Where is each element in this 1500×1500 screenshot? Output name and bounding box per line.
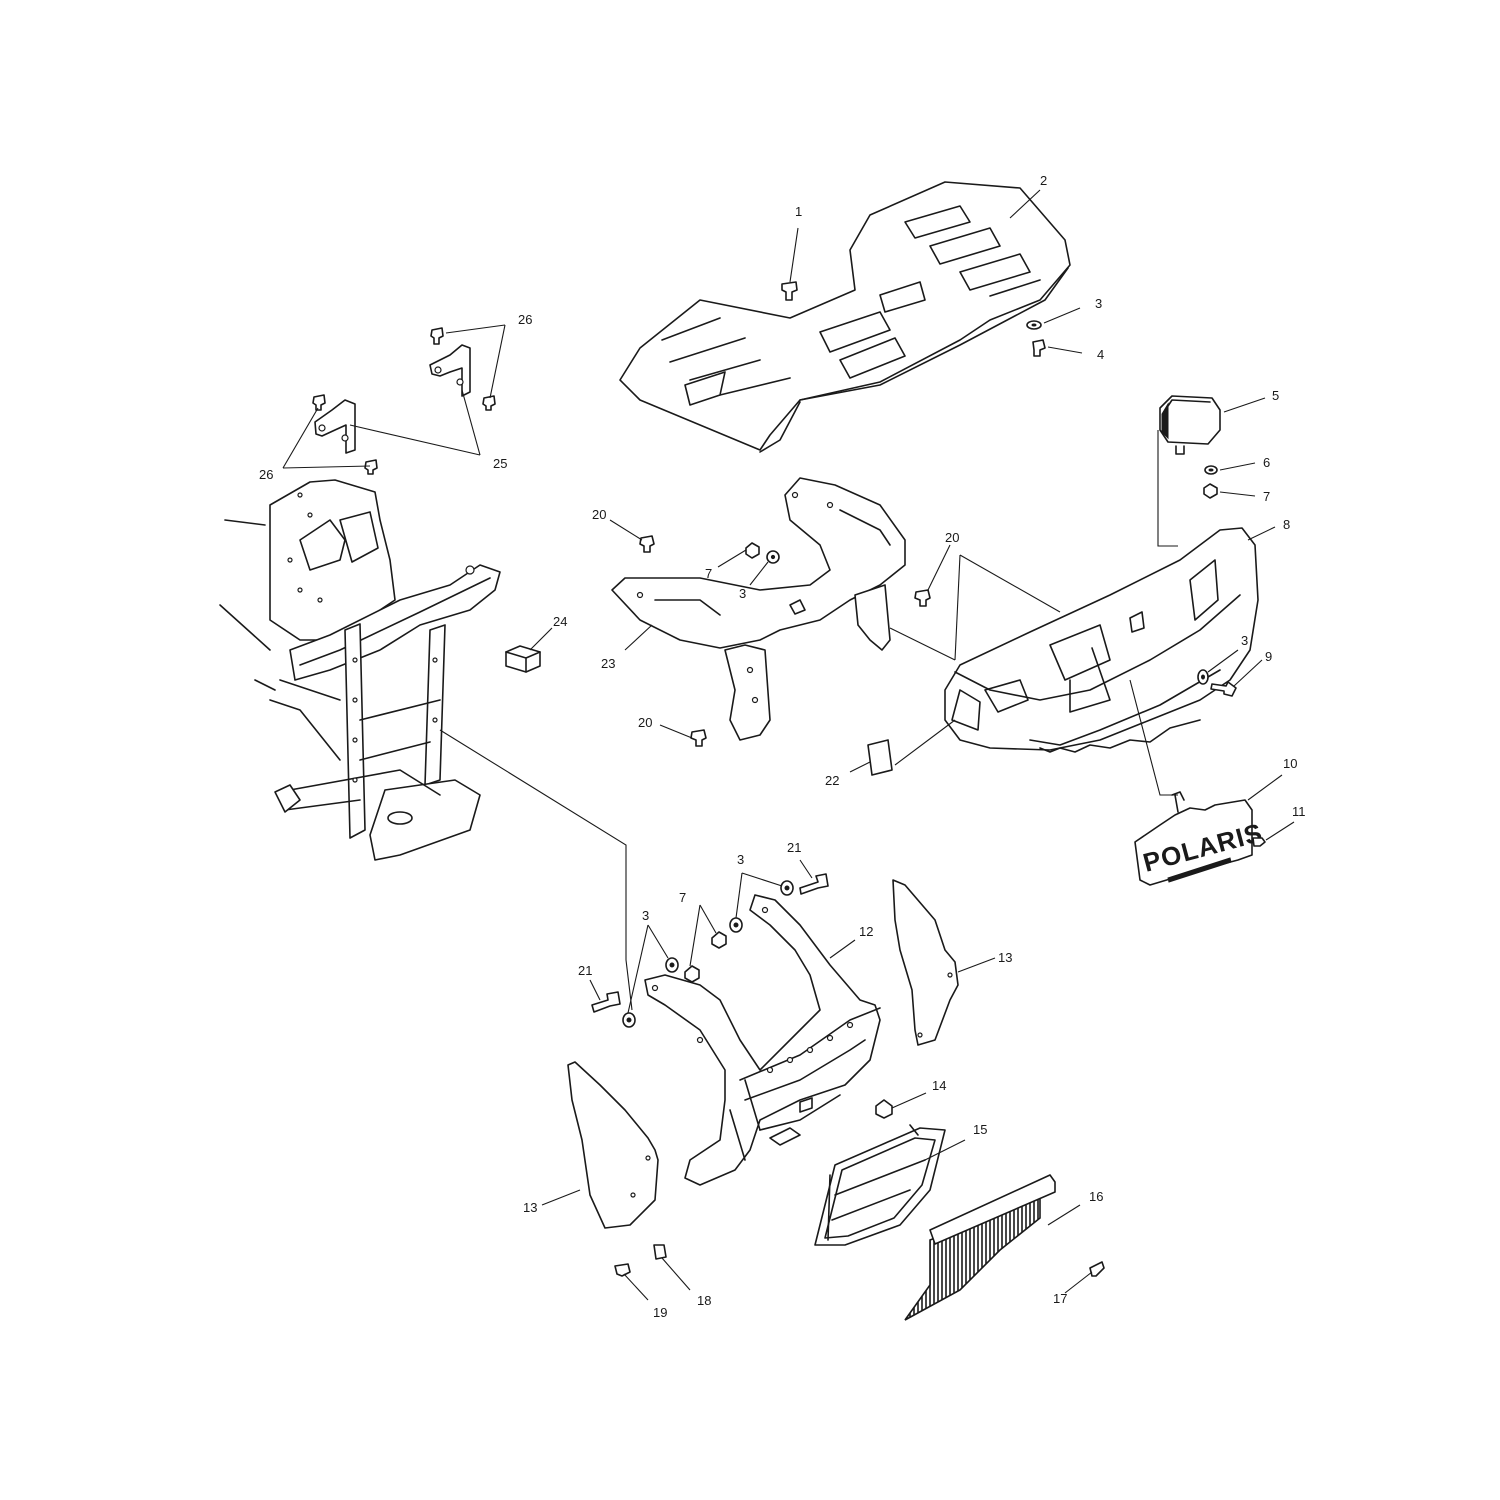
- callout-21a: 21: [787, 840, 801, 855]
- clip-18: [653, 1244, 667, 1260]
- nut-14: [875, 1099, 893, 1119]
- bracket-25-lower: [314, 399, 356, 454]
- bolt-20-b: [914, 589, 931, 607]
- bolt-21-right: [799, 873, 829, 895]
- callout-3d: 3: [737, 852, 744, 867]
- screw-19: [614, 1263, 631, 1277]
- block-24: [505, 645, 541, 673]
- front-fascia-8: [944, 527, 1259, 753]
- callout-13a: 13: [998, 950, 1012, 965]
- callout-3c: 3: [739, 586, 746, 601]
- washer-3-g1: [622, 1012, 636, 1028]
- callout-3b: 3: [1241, 633, 1248, 648]
- callout-26a: 26: [518, 312, 532, 327]
- washer-3-g2: [665, 957, 679, 973]
- brush-16: [904, 1174, 1056, 1321]
- washer-3-right: [1197, 669, 1209, 685]
- callout-14: 14: [932, 1078, 946, 1093]
- callout-23: 23: [601, 656, 615, 671]
- callout-10: 10: [1283, 756, 1297, 771]
- callout-7a: 7: [1263, 489, 1270, 504]
- bracket-25-upper: [429, 344, 471, 397]
- callout-22: 22: [825, 773, 839, 788]
- rack-support-23: [611, 477, 906, 741]
- washer-3-mid: [766, 550, 780, 564]
- callout-1: 1: [795, 204, 802, 219]
- rack-bolt-1: [781, 281, 798, 301]
- callout-20c: 20: [638, 715, 652, 730]
- front-rack: [619, 181, 1071, 453]
- screw-11: [1252, 837, 1266, 847]
- bolt-20-a: [639, 535, 655, 553]
- callout-20a: 20: [592, 507, 606, 522]
- callout-6: 6: [1263, 455, 1270, 470]
- bolt-20-c: [690, 729, 707, 747]
- callout-8: 8: [1283, 517, 1290, 532]
- side-panel-13-left: [567, 1061, 659, 1229]
- washer-6: [1204, 465, 1218, 475]
- callout-24: 24: [553, 614, 567, 629]
- callout-labels: 1 2 3 4 5 6 7 8 3 9 10 11 26 25 26 20 7 …: [259, 173, 1306, 1320]
- nut-7-top: [1203, 483, 1218, 499]
- callout-17: 17: [1053, 1291, 1067, 1306]
- leader-lines: [282, 189, 1295, 1301]
- callout-3e: 3: [642, 908, 649, 923]
- washer-3-g3: [729, 917, 743, 933]
- callout-19: 19: [653, 1305, 667, 1320]
- callout-16: 16: [1089, 1189, 1103, 1204]
- side-panel-13-right: [892, 879, 959, 1046]
- bolt-4: [1032, 339, 1046, 357]
- nut-7-g2: [711, 931, 727, 949]
- callout-12: 12: [859, 924, 873, 939]
- callout-7c: 7: [679, 890, 686, 905]
- callout-25: 25: [493, 456, 507, 471]
- headlight-5: [1159, 395, 1221, 455]
- bolt-26-c: [312, 394, 326, 411]
- callout-20b: 20: [945, 530, 959, 545]
- washer-3-top: [1026, 320, 1042, 330]
- nut-7-mid: [745, 542, 760, 559]
- polaris-badge-10: POLARIS: [1134, 791, 1266, 886]
- callout-13b: 13: [523, 1200, 537, 1215]
- bolt-26-a: [430, 327, 444, 345]
- nut-7-g1: [684, 965, 700, 983]
- callout-11: 11: [1292, 804, 1306, 819]
- callout-7b: 7: [705, 566, 712, 581]
- frame-15: [814, 1124, 946, 1246]
- callout-3a: 3: [1095, 296, 1102, 311]
- callout-9: 9: [1265, 649, 1272, 664]
- callout-15: 15: [973, 1122, 987, 1137]
- callout-21b: 21: [578, 963, 592, 978]
- reflector-22: [867, 739, 893, 776]
- bolt-9: [1210, 681, 1237, 697]
- callout-26b: 26: [259, 467, 273, 482]
- callout-2: 2: [1040, 173, 1047, 188]
- callout-18: 18: [697, 1293, 711, 1308]
- callout-4: 4: [1097, 347, 1104, 362]
- callout-5: 5: [1272, 388, 1279, 403]
- screw-17: [1089, 1261, 1105, 1277]
- bolt-26-d: [364, 459, 378, 475]
- washer-3-g4: [780, 880, 794, 896]
- bolt-21-left: [591, 991, 621, 1013]
- frame-assembly: [219, 479, 501, 861]
- bolt-26-b: [482, 395, 496, 411]
- brush-guard-12: [644, 894, 881, 1186]
